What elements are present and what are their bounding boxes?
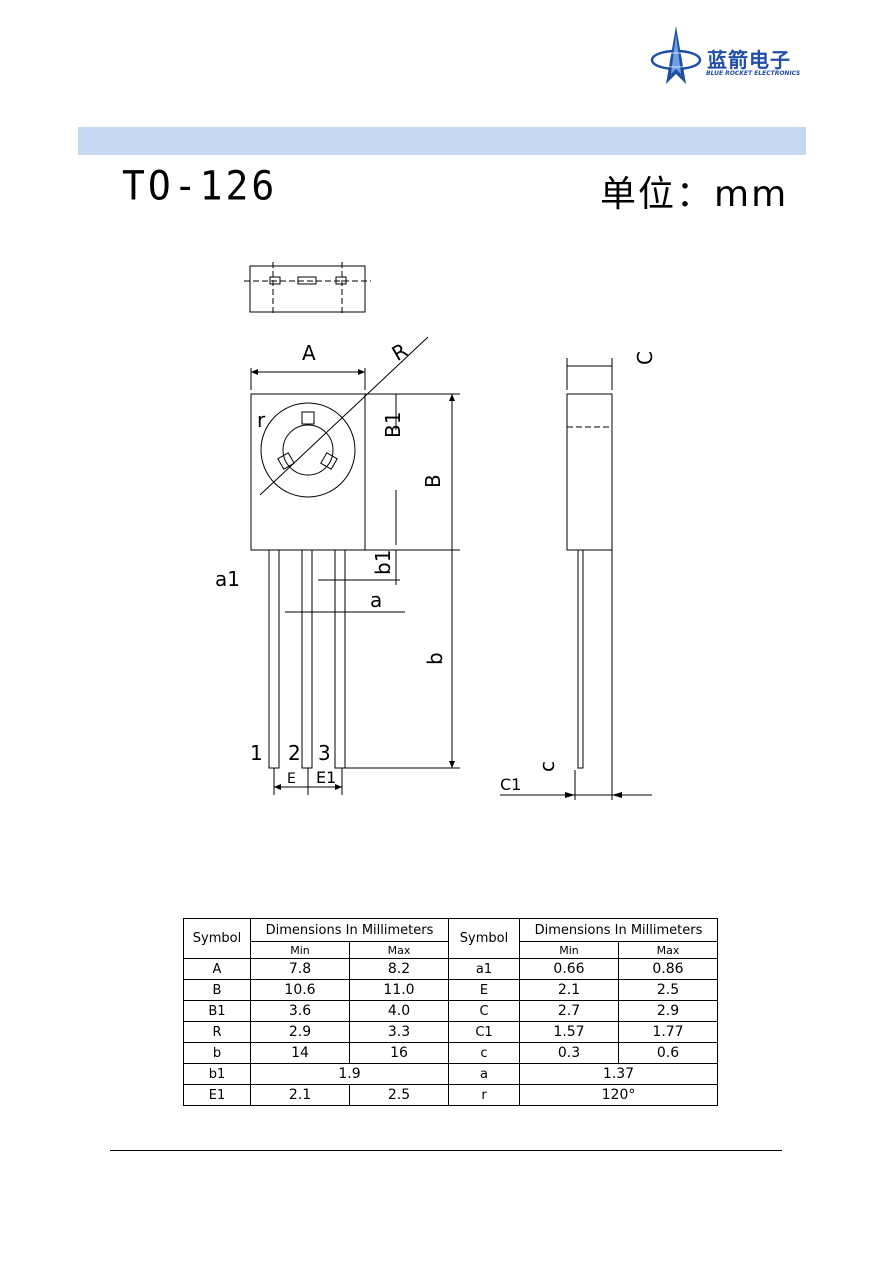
min-cell: 2.1 — [250, 1084, 350, 1106]
dim-label-b: b — [423, 652, 447, 665]
min-header: Min — [250, 941, 350, 959]
logo-chinese-name: 蓝箭电子 — [707, 48, 791, 72]
max-cell: 4.0 — [349, 1000, 449, 1022]
symbol-cell: R — [183, 1021, 251, 1043]
dim-label-C1: C1 — [500, 775, 521, 794]
symbol-cell: C — [448, 1000, 520, 1022]
table-row: R 2.9 3.3 C1 1.57 1.77 — [183, 1021, 718, 1043]
dim-label-E1: E1 — [316, 768, 336, 787]
max-cell: 2.5 — [349, 1084, 449, 1106]
header-bar — [78, 127, 806, 155]
dim-label-B1: B1 — [381, 412, 405, 438]
pin-label-2: 2 — [288, 741, 301, 765]
package-drawing: A R r B1 B C a1 b1 a b 1 2 3 E E1 c C1 — [215, 262, 657, 800]
max-cell: 8.2 — [349, 958, 449, 980]
symbol-cell: c — [448, 1042, 520, 1064]
symbol-cell: E1 — [183, 1084, 251, 1106]
dimensions-header: Dimensions In Millimeters — [519, 918, 718, 942]
min-cell: 2.1 — [519, 979, 619, 1001]
symbol-cell: b — [183, 1042, 251, 1064]
symbol-header: Symbol — [448, 918, 520, 959]
dim-label-c: c — [535, 761, 559, 772]
min-cell: 10.6 — [250, 979, 350, 1001]
max-cell: 3.3 — [349, 1021, 449, 1043]
top-view-body — [249, 265, 366, 313]
symbol-cell: B — [183, 979, 251, 1001]
min-cell: 0.3 — [519, 1042, 619, 1064]
symbol-header: Symbol — [183, 918, 251, 959]
dimensions-table: Symbol Dimensions In Millimeters Symbol … — [183, 918, 718, 1106]
max-cell: 16 — [349, 1042, 449, 1064]
table-row: A 7.8 8.2 a1 0.66 0.86 — [183, 958, 718, 980]
dim-label-C: C — [633, 351, 657, 365]
min-cell: 14 — [250, 1042, 350, 1064]
table-row: B1 3.6 4.0 C 2.7 2.9 — [183, 1000, 718, 1022]
min-header: Min — [519, 941, 619, 959]
side-view-lead — [577, 549, 584, 769]
symbol-cell: a1 — [448, 958, 520, 980]
max-cell: 2.5 — [618, 979, 718, 1001]
dim-label-a: a — [370, 588, 382, 612]
max-cell: 0.6 — [618, 1042, 718, 1064]
value-cell: 1.9 — [250, 1063, 449, 1085]
min-cell: 0.66 — [519, 958, 619, 980]
dim-label-a1: a1 — [215, 567, 240, 591]
lead-2 — [301, 549, 313, 769]
value-cell: 120° — [519, 1084, 718, 1106]
symbol-cell: E — [448, 979, 520, 1001]
min-cell: 7.8 — [250, 958, 350, 980]
max-cell: 2.9 — [618, 1000, 718, 1022]
symbol-cell: A — [183, 958, 251, 980]
dim-label-R: R — [388, 338, 412, 366]
max-cell: 11.0 — [349, 979, 449, 1001]
lead-3 — [334, 549, 346, 769]
pin-label-1: 1 — [250, 741, 263, 765]
table-row: b1 1.9 a 1.37 — [183, 1063, 718, 1085]
max-header: Max — [618, 941, 718, 959]
table-row: B 10.6 11.0 E 2.1 2.5 — [183, 979, 718, 1001]
max-header: Max — [349, 941, 449, 959]
side-view-body — [566, 393, 613, 551]
symbol-cell: r — [448, 1084, 520, 1106]
blue-rocket-logo — [650, 26, 702, 84]
front-view-body — [250, 393, 366, 551]
dim-label-A: A — [302, 341, 316, 365]
package-title: TO-126 — [122, 162, 278, 210]
table-row: b 14 16 c 0.3 0.6 — [183, 1042, 718, 1064]
table-row: E1 2.1 2.5 r 120° — [183, 1084, 718, 1106]
dim-label-E: E — [287, 771, 296, 787]
logo-english-name: BLUE ROCKET ELECTRONICS — [706, 70, 801, 77]
symbol-cell: B1 — [183, 1000, 251, 1022]
max-cell: 1.77 — [618, 1021, 718, 1043]
value-cell: 1.37 — [519, 1063, 718, 1085]
min-cell: 2.7 — [519, 1000, 619, 1022]
dim-label-B: B — [421, 474, 445, 488]
footer-rule — [110, 1150, 782, 1151]
max-cell: 0.86 — [618, 958, 718, 980]
lead-1 — [268, 549, 280, 769]
dimensions-header: Dimensions In Millimeters — [250, 918, 449, 942]
min-cell: 3.6 — [250, 1000, 350, 1022]
symbol-cell: a — [448, 1063, 520, 1085]
unit-label: 单位：mm — [600, 174, 789, 215]
symbol-cell: b1 — [183, 1063, 251, 1085]
dim-label-b1: b1 — [371, 550, 395, 575]
min-cell: 1.57 — [519, 1021, 619, 1043]
symbol-cell: C1 — [448, 1021, 520, 1043]
pin-label-3: 3 — [318, 741, 331, 765]
min-cell: 2.9 — [250, 1021, 350, 1043]
dim-label-r: r — [257, 408, 266, 432]
